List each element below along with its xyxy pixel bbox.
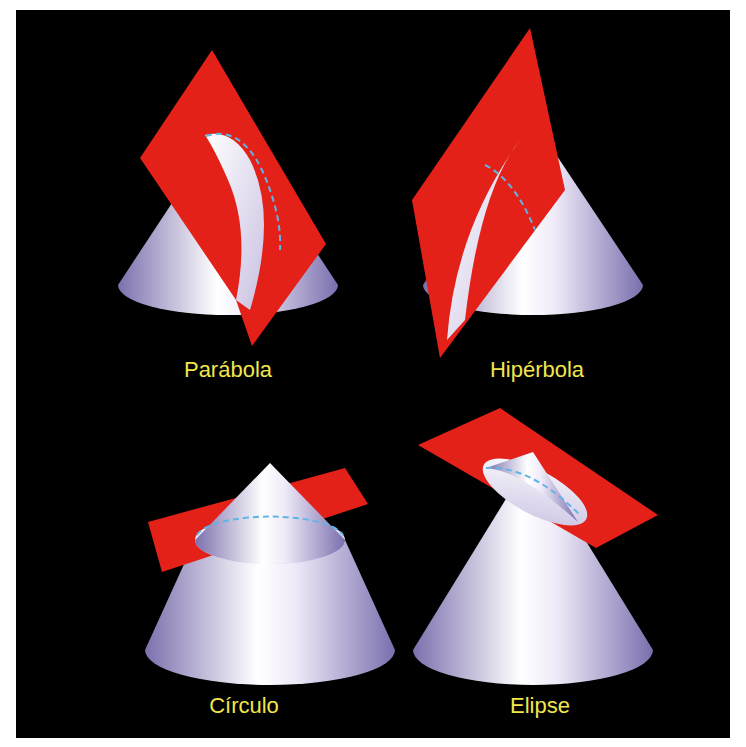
ellipse-cone xyxy=(413,408,658,685)
conic-label: Parábola xyxy=(184,357,272,383)
hyperbola-cone xyxy=(412,28,643,358)
conic-label: Hipérbola xyxy=(490,357,584,383)
conic-label: Elipse xyxy=(510,693,570,719)
background xyxy=(16,10,730,738)
conic-label: Círculo xyxy=(209,693,279,719)
parabola-cone xyxy=(118,50,338,346)
circle-cone xyxy=(145,463,395,685)
